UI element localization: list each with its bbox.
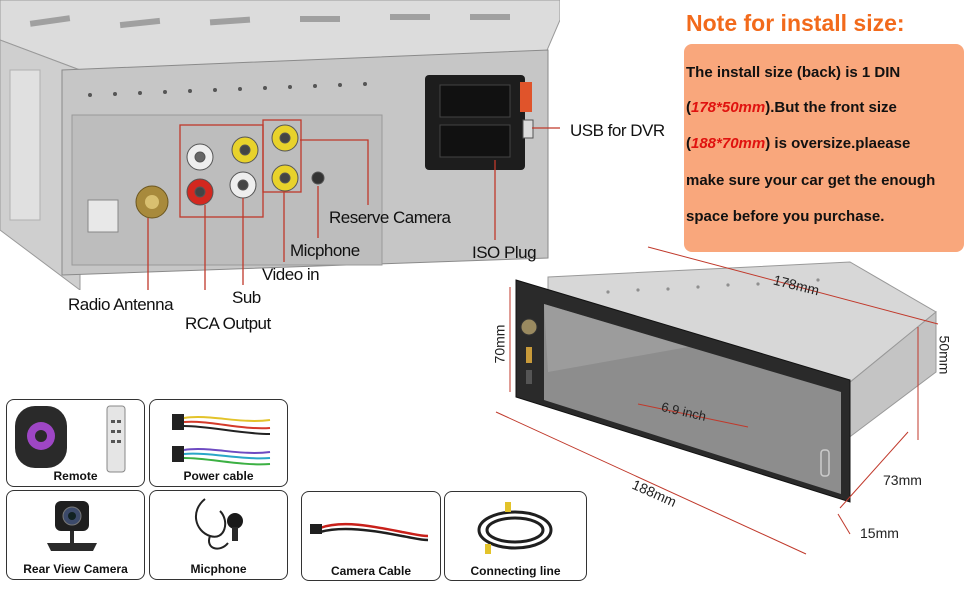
label-rca-output: RCA Output (185, 314, 271, 333)
dim-bezel: 15mm (860, 525, 899, 541)
remote-icon (15, 405, 126, 473)
back-panel-photo (0, 0, 560, 290)
camera-icon (47, 501, 97, 551)
accessory-label: Rear View Camera (23, 562, 128, 576)
accessory-label: Power cable (183, 469, 254, 483)
label-sub: Sub (232, 288, 261, 307)
accessory-card-connecting-line: Connecting line (444, 491, 587, 581)
dim-back-height: 50mm (936, 335, 953, 375)
accessory-card-rear-view-camera: Rear View Camera (6, 490, 145, 580)
dim-front-depth: 73mm (883, 472, 922, 488)
accessory-label: Camera Cable (330, 564, 412, 578)
accessory-card-camera-cable: Camera Cable (301, 491, 441, 581)
note-line-4: make sure your car get the enough (686, 172, 936, 189)
label-video-in: Video in (262, 265, 320, 284)
note-line-5: space before you purchase. (686, 208, 885, 225)
accessory-card-micphone: Micphone (149, 490, 288, 580)
accessory-card-remote: Remote (6, 399, 145, 487)
accessory-label: Connecting line (470, 564, 561, 578)
note-line-2: (178*50mm).But the front size (686, 99, 897, 116)
note-box (684, 44, 964, 252)
power-cable-icon (172, 414, 271, 466)
note-title: Note for install size: (686, 10, 905, 36)
label-usb-dvr: USB for DVR (570, 121, 665, 140)
label-radio-antenna: Radio Antenna (68, 295, 174, 314)
label-micphone: Micphone (290, 241, 360, 260)
accessory-label: Remote (53, 469, 98, 483)
microphone-icon (195, 498, 243, 550)
connecting-line-icon (477, 502, 553, 554)
label-reserve-camera: Reserve Camera (329, 208, 451, 227)
note-line-1: The install size (back) is 1 DIN (686, 64, 901, 81)
dim-front-height: 70mm (491, 324, 508, 364)
accessory-card-power-cable: Power cable (149, 399, 288, 487)
label-iso-plug: ISO Plug (472, 243, 537, 262)
camera-cable-icon (310, 522, 429, 542)
note-line-3: (188*70mm) is oversize.plaease (686, 135, 911, 152)
front-unit-diagram (495, 246, 939, 555)
accessory-label: Micphone (190, 562, 247, 576)
